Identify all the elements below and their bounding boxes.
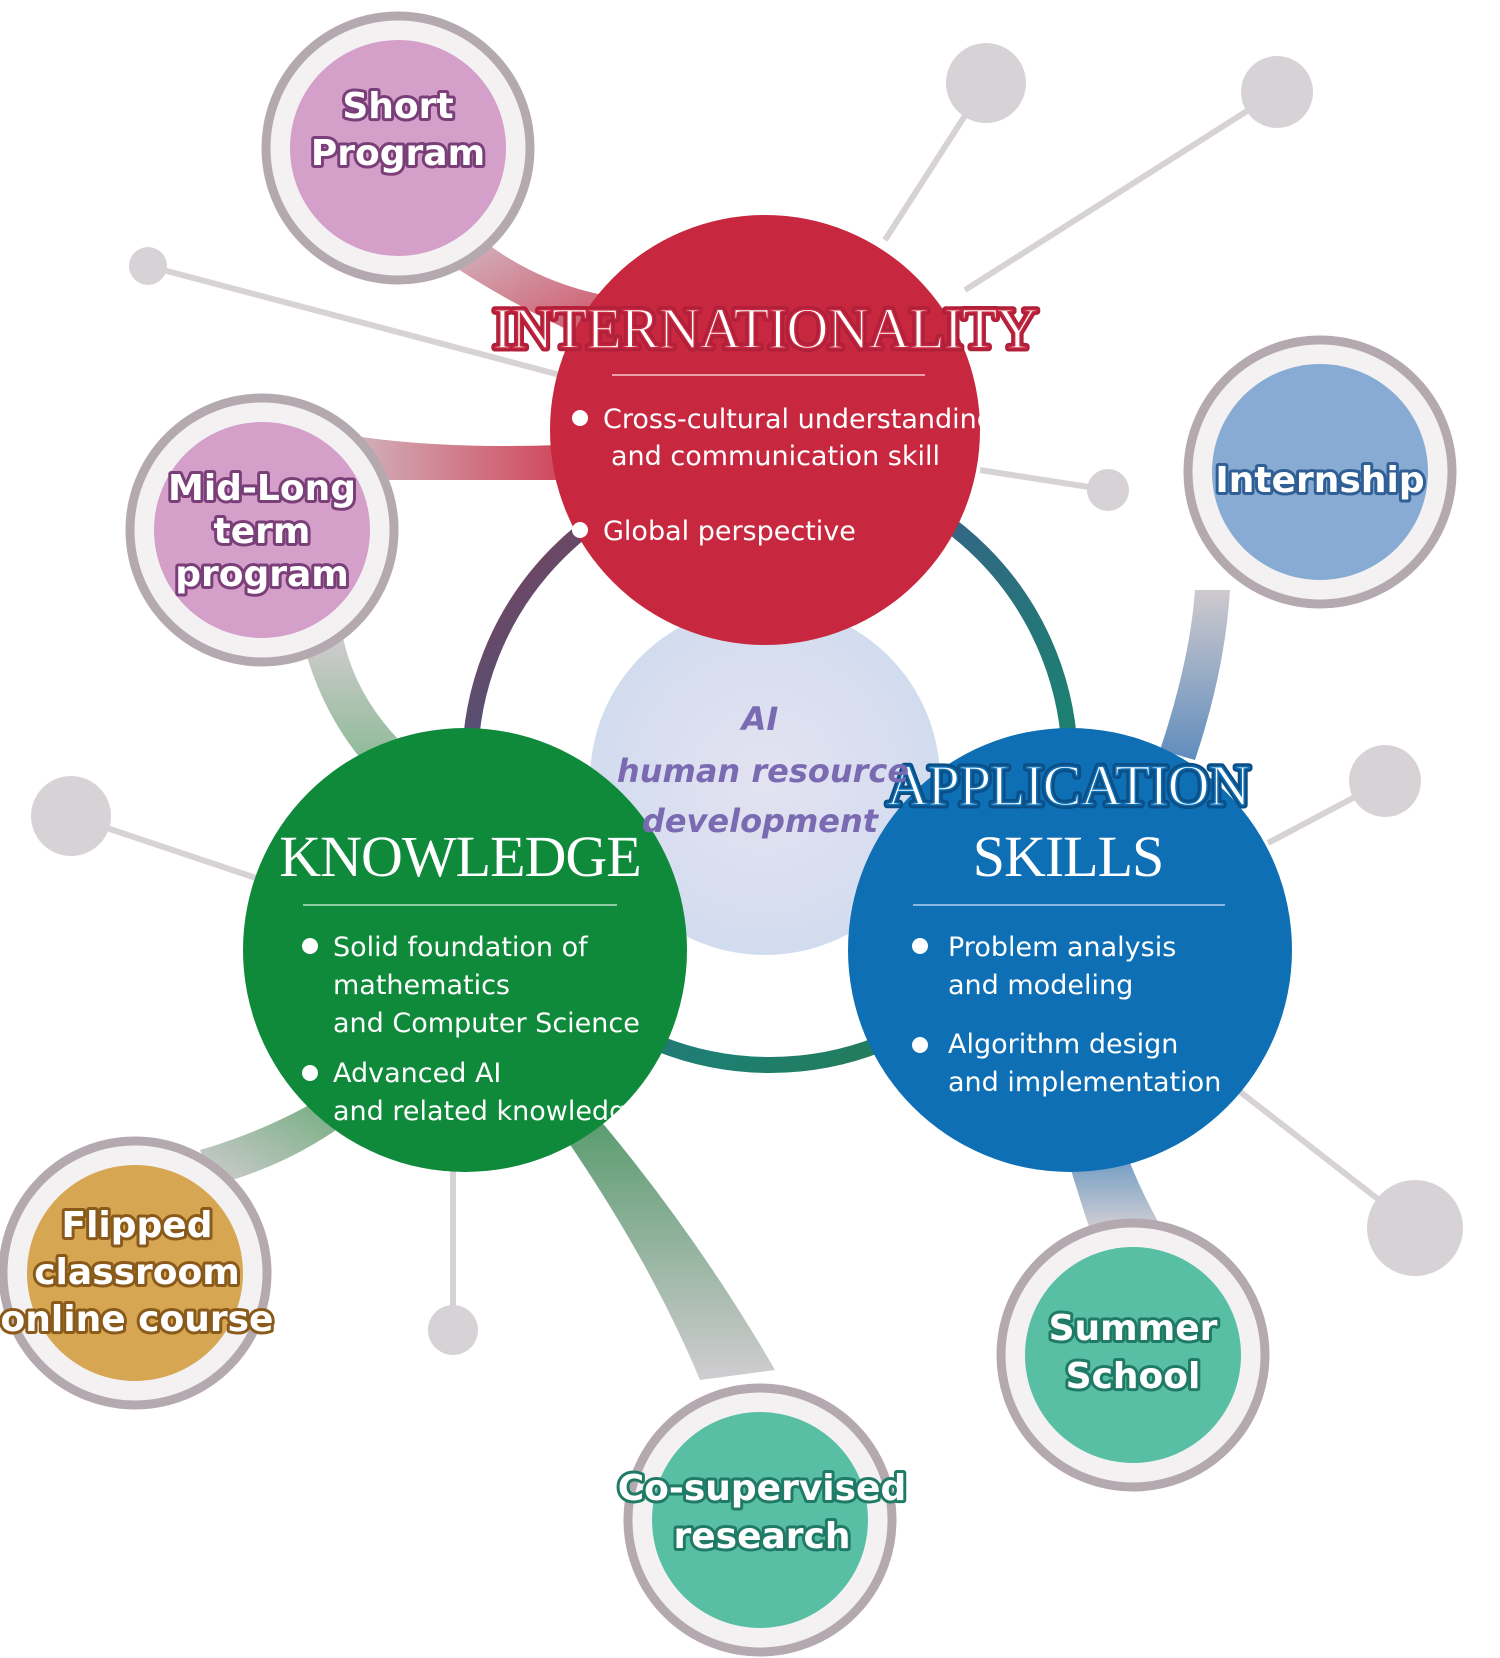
co-supervised-line-1: Co-supervised <box>618 1468 907 1509</box>
bullet-dot <box>912 938 928 954</box>
flipped-line-1: Flipped <box>62 1205 213 1246</box>
short-program-line-2: Program <box>311 133 485 174</box>
knowledge-bullet-1-line-1: Solid foundation of <box>333 932 589 963</box>
pillar-knowledge: KNOWLEDGE Solid foundation of mathematic… <box>243 728 687 1172</box>
program-summer-school: Summer School <box>996 1218 1270 1492</box>
program-short-program: Short Program <box>261 11 535 285</box>
center-line-2: human resource <box>617 752 909 790</box>
application-bullet-2-line-1: Algorithm design <box>948 1029 1178 1060</box>
gray-node <box>129 247 167 285</box>
pillar-internationality: INTERNATIONALITY INTERNATIONALITY Cross-… <box>489 215 1042 645</box>
application-title-line-1: APPLICATION <box>887 753 1250 818</box>
bullet-dot <box>572 410 588 426</box>
flipped-line-2: classroom <box>34 1252 240 1293</box>
program-internship: Internship <box>1183 335 1457 609</box>
program-stems <box>200 230 1230 1380</box>
internationality-title-fill: INTERNATIONALITY <box>493 296 1038 361</box>
gray-node <box>428 1305 478 1355</box>
gray-node <box>1087 469 1129 511</box>
gray-node <box>1367 1180 1463 1276</box>
gray-node <box>1241 56 1313 128</box>
program-disc <box>652 1412 868 1628</box>
mid-long-line-2: term <box>214 511 311 552</box>
application-title-line-1-outline: APPLICATION <box>887 753 1250 818</box>
co-supervised-line-2: research <box>673 1516 850 1557</box>
center-line-3: development <box>642 802 880 840</box>
internationality-bullet-1-line-1: Cross-cultural understanding <box>603 404 994 435</box>
internationality-bullet-1-line-2: and communication skill <box>611 441 940 472</box>
summer-school-line-1: Summer <box>1049 1308 1218 1349</box>
center-label: AI human resource development <box>617 700 909 840</box>
center-bubble <box>590 605 940 955</box>
bullet-dot <box>302 1065 318 1081</box>
program-disc <box>290 40 506 256</box>
mid-long-line-3: program <box>175 554 349 595</box>
gray-node <box>31 776 111 856</box>
program-disc <box>27 1165 243 1381</box>
program-co-supervised-research: Co-supervised research <box>615 1383 909 1657</box>
application-title-line-2: SKILLS <box>973 824 1164 889</box>
decorative-nodes <box>31 43 1463 1355</box>
program-mid-long-term: Mid-Long term program <box>125 393 399 667</box>
summer-school-line-2: School <box>1066 1356 1201 1397</box>
program-disc <box>154 422 370 638</box>
application-bullet-1-line-1: Problem analysis <box>948 932 1176 963</box>
mid-long-line-1: Mid-Long <box>168 468 356 509</box>
flipped-line-3: online course <box>1 1299 274 1340</box>
pillar-application-skills: APPLICATION APPLICATION SKILLS Problem a… <box>848 728 1292 1172</box>
knowledge-circle <box>243 728 687 1172</box>
program-disc <box>1025 1247 1241 1463</box>
bullet-dot <box>572 522 588 538</box>
knowledge-bullet-2-line-2: and related knowledge <box>333 1096 643 1127</box>
internationality-bullet-2-line-1: Global perspective <box>603 516 856 547</box>
application-bullet-2-line-2: and implementation <box>948 1067 1221 1098</box>
application-bullet-1-line-2: and modeling <box>948 970 1133 1001</box>
knowledge-title: KNOWLEDGE <box>279 824 640 889</box>
knowledge-bullet-2-line-1: Advanced AI <box>333 1058 501 1089</box>
center-line-1: AI <box>739 700 779 738</box>
application-circle <box>848 728 1292 1172</box>
program-disc <box>1212 364 1428 580</box>
knowledge-bullet-1-line-3: and Computer Science <box>333 1008 640 1039</box>
program-flipped-classroom: Flipped classroom online course <box>0 1136 276 1410</box>
internationality-circle <box>550 215 980 645</box>
gray-node <box>946 43 1026 123</box>
gray-node <box>1349 745 1421 817</box>
internship-line-1: Internship <box>1215 460 1424 501</box>
short-program-line-1: Short <box>342 86 453 127</box>
bullet-dot <box>912 1037 928 1053</box>
bullet-dot <box>302 938 318 954</box>
knowledge-bullet-1-line-2: mathematics <box>333 970 510 1001</box>
internationality-title: INTERNATIONALITY <box>493 296 1038 361</box>
